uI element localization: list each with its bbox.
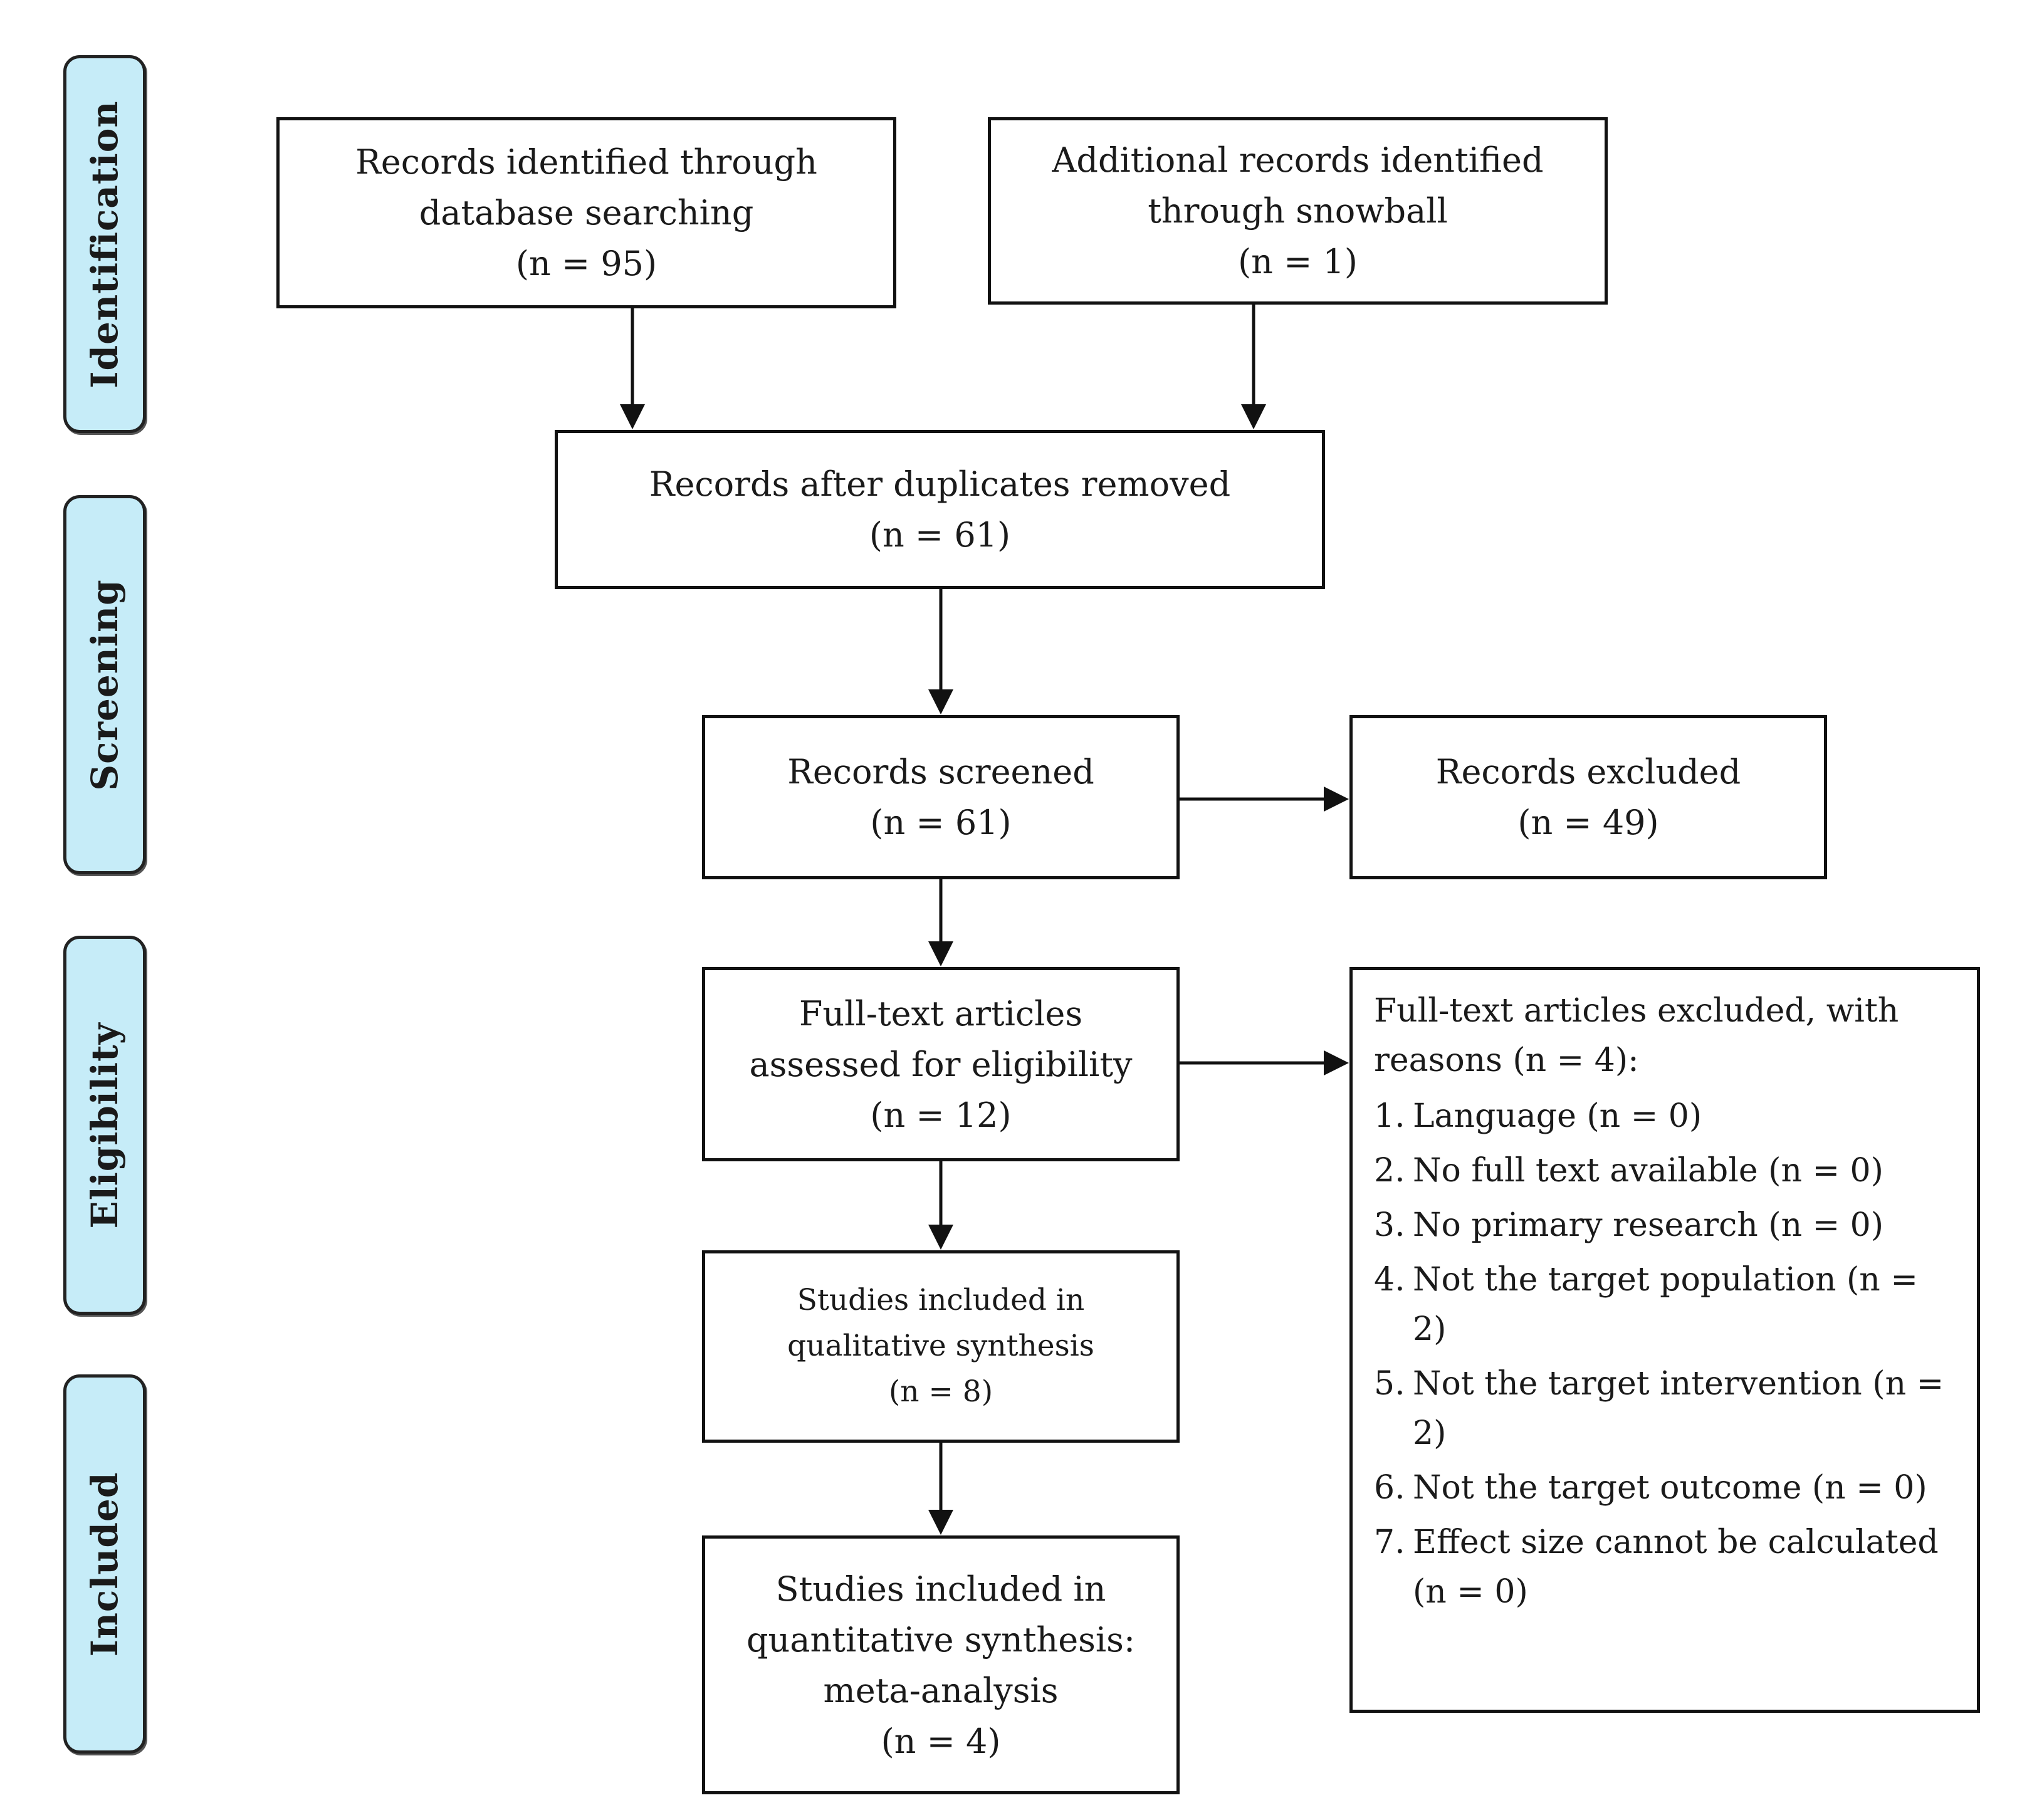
box-screened-count: (n = 61)	[870, 803, 1012, 842]
box-quantitative-line2: quantitative synthesis:	[746, 1619, 1136, 1660]
box-quantitative-count: (n = 4)	[881, 1721, 1001, 1761]
box-snowball: Additional records identified through sn…	[988, 117, 1608, 305]
box-quantitative-line1: Studies included in	[775, 1569, 1106, 1609]
exclusion-reason: 1.Language (n = 0)	[1374, 1097, 1702, 1136]
box-qualitative-line2: qualitative synthesis	[787, 1329, 1094, 1364]
box-excluded-count: (n = 49)	[1517, 803, 1659, 842]
box-database-searching: Records identified through database sear…	[276, 117, 896, 308]
box-qualitative-count: (n = 8)	[888, 1374, 993, 1409]
box-fulltext-count: (n = 12)	[870, 1095, 1012, 1135]
phase-included: Included	[63, 1374, 146, 1754]
box-snowball-line2: through snowball	[1148, 191, 1448, 231]
phase-eligibility: Eligibility	[63, 936, 146, 1315]
box-fulltext-assessed: Full-text articles assessed for eligibil…	[702, 967, 1180, 1161]
box-database-count: (n = 95)	[515, 244, 657, 283]
box-snowball-line1: Additional records identified	[1052, 140, 1544, 180]
fulltext-excluded-heading: Full-text articles excluded, with reason…	[1374, 992, 1899, 1080]
exclusion-reason: 5.Not the target intervention (n = 2)	[1374, 1365, 1944, 1453]
box-qualitative-synthesis: Studies included in qualitative synthesi…	[702, 1250, 1180, 1443]
box-quantitative-line3: meta-analysis	[823, 1670, 1059, 1710]
box-screened-line1: Records screened	[787, 752, 1094, 792]
box-fulltext-line2: assessed for eligibility	[749, 1044, 1133, 1084]
box-snowball-count: (n = 1)	[1238, 242, 1358, 281]
box-records-excluded: Records excluded (n = 49)	[1349, 715, 1827, 879]
box-records-screened: Records screened (n = 61)	[702, 715, 1180, 879]
exclusion-reasons-list: 1.Language (n = 0) 2.No full text availa…	[1374, 1092, 1957, 1622]
exclusion-reason: 3.No primary research (n = 0)	[1374, 1206, 1884, 1245]
exclusion-reason: 4.Not the target population (n = 2)	[1374, 1261, 1918, 1349]
phase-identification: Identification	[63, 55, 146, 433]
exclusion-reason: 7.Effect size cannot be calculated (n = …	[1374, 1524, 1939, 1611]
box-fulltext-line1: Full-text articles	[799, 993, 1083, 1033]
box-duplicates-line1: Records after duplicates removed	[649, 464, 1231, 504]
exclusion-reason: 6.Not the target outcome (n = 0)	[1374, 1469, 1927, 1507]
box-database-line2: database searching	[419, 193, 754, 233]
box-qualitative-line1: Studies included in	[797, 1283, 1085, 1318]
exclusion-reason: 2.No full text available (n = 0)	[1374, 1152, 1883, 1190]
box-excluded-line1: Records excluded	[1435, 752, 1741, 792]
box-database-line1: Records identified through	[355, 142, 817, 182]
box-fulltext-excluded: Full-text articles excluded, with reason…	[1349, 967, 1980, 1713]
box-duplicates-removed: Records after duplicates removed (n = 61…	[555, 430, 1325, 589]
phase-screening: Screening	[63, 495, 146, 874]
box-duplicates-count: (n = 61)	[869, 515, 1011, 555]
box-quantitative-synthesis: Studies included in quantitative synthes…	[702, 1535, 1180, 1794]
